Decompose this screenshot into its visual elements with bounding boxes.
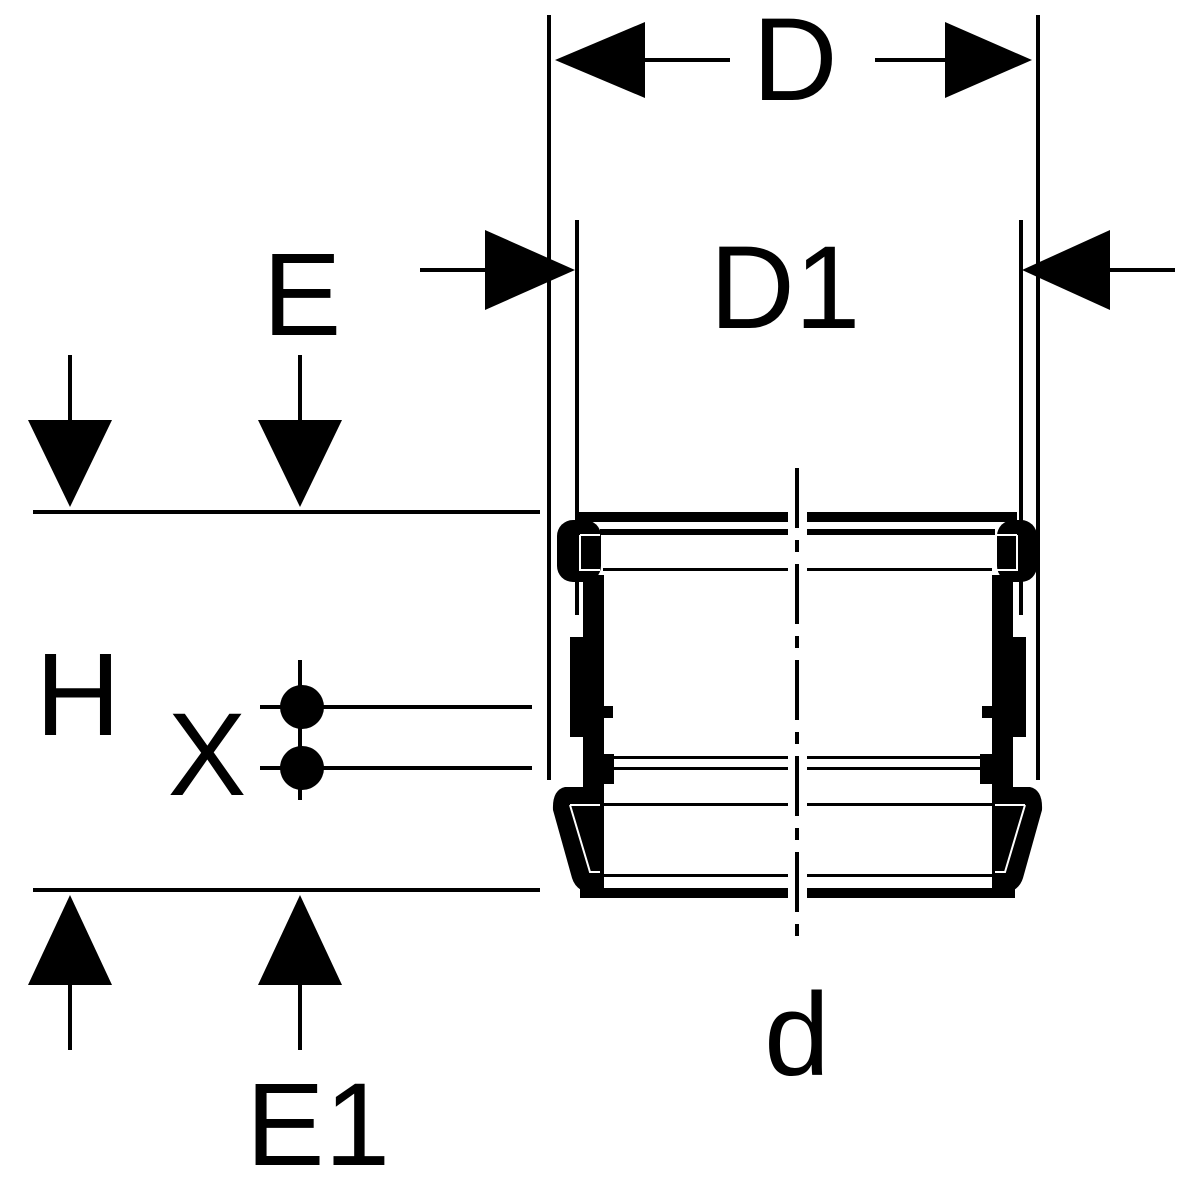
point-marker (280, 685, 324, 729)
point-marker (280, 746, 324, 790)
label-d-inner: d (764, 969, 830, 1101)
arrow-up-icon (28, 895, 112, 985)
label-x: X (168, 689, 247, 821)
label-h: H (35, 629, 120, 761)
label-d-outer: D (752, 0, 837, 126)
arrow-left-icon (1022, 230, 1110, 310)
label-e1: E1 (246, 1059, 390, 1191)
arrow-right-icon (485, 230, 575, 310)
label-e: E (263, 229, 342, 361)
fitting-section (552, 512, 1043, 898)
arrow-left-icon (555, 22, 645, 98)
arrow-right-icon (945, 22, 1032, 98)
arrowheads (28, 22, 1110, 985)
label-d1: D1 (710, 222, 861, 354)
dimension-lines (33, 15, 1175, 1050)
arrow-up-icon (258, 895, 342, 985)
arrow-down-icon (258, 420, 342, 507)
arrow-down-icon (28, 420, 112, 507)
